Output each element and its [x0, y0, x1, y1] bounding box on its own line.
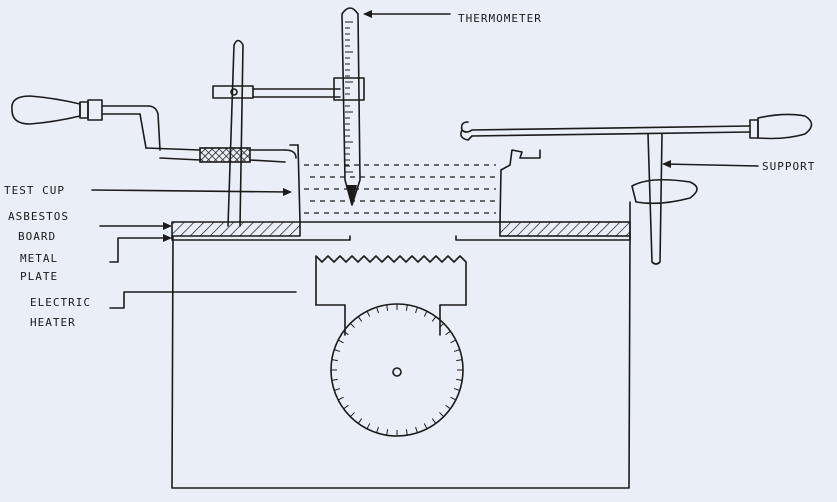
dial-tick — [439, 412, 445, 418]
dial-tick — [376, 426, 379, 433]
dial-tick — [450, 396, 457, 401]
dial-tick — [366, 423, 371, 430]
dial-tick — [334, 349, 341, 352]
label-metal-plate: METAL PLATE — [20, 252, 58, 283]
dial-tick — [343, 330, 349, 336]
dial-tick — [376, 307, 379, 314]
dial-tick — [453, 349, 460, 352]
label-asbestos-board: ASBESTOS BOARD — [8, 210, 69, 243]
dial-tick — [337, 339, 344, 344]
heater-dial-ticks — [331, 304, 463, 436]
svg-text:METAL: METAL — [20, 252, 58, 265]
dial-tick — [405, 429, 408, 436]
dial-tick — [349, 322, 355, 328]
electric-heater — [315, 255, 467, 437]
dial-tick — [386, 429, 389, 436]
svg-text:PLATE: PLATE — [20, 270, 58, 283]
dial-tick — [431, 418, 437, 424]
dial-tick — [366, 310, 371, 317]
label-thermometer: THERMOMETER — [458, 12, 542, 25]
dial-tick — [456, 359, 463, 362]
label-test-cup: TEST CUP — [4, 184, 65, 197]
svg-text:ASBESTOS: ASBESTOS — [8, 210, 69, 223]
test-cup — [289, 144, 541, 223]
dial-tick — [450, 339, 457, 344]
svg-text:BOARD: BOARD — [18, 230, 56, 243]
right-gas-line — [460, 113, 813, 265]
thermometer — [333, 7, 365, 206]
dial-tick — [456, 378, 463, 381]
dial-tick — [423, 423, 428, 430]
svg-text:TEST CUP: TEST CUP — [4, 184, 65, 197]
dial-tick — [357, 418, 363, 424]
dial-tick — [439, 322, 445, 328]
dial-tick — [337, 396, 344, 401]
svg-text:SUPPORT: SUPPORT — [762, 160, 815, 173]
left-stand — [212, 39, 341, 227]
svg-text:ELECTRIC: ELECTRIC — [30, 296, 91, 309]
dial-tick — [453, 388, 460, 391]
dial-tick — [445, 330, 451, 336]
svg-text:THERMOMETER: THERMOMETER — [458, 12, 542, 25]
oil-liquid — [304, 164, 496, 214]
dial-tick — [431, 316, 437, 322]
left-gas-line — [11, 95, 297, 163]
dial-tick — [349, 412, 355, 418]
label-support: SUPPORT — [762, 160, 815, 173]
thermometer-scale-ticks — [345, 21, 353, 173]
dial-tick — [334, 388, 341, 391]
heater-box — [171, 235, 631, 489]
dial-tick — [386, 304, 389, 311]
dial-tick — [357, 316, 363, 322]
dial-tick — [405, 304, 408, 311]
dial-tick — [331, 359, 338, 362]
dial-tick — [415, 426, 418, 433]
dial-tick — [423, 310, 428, 317]
dial-tick — [343, 404, 349, 410]
dial-tick — [331, 378, 338, 381]
label-electric-heater: ELECTRIC HEATER — [30, 296, 91, 329]
dial-tick — [415, 307, 418, 314]
svg-text:HEATER: HEATER — [30, 316, 76, 329]
dial-tick — [445, 404, 451, 410]
leader-lines — [91, 10, 759, 309]
